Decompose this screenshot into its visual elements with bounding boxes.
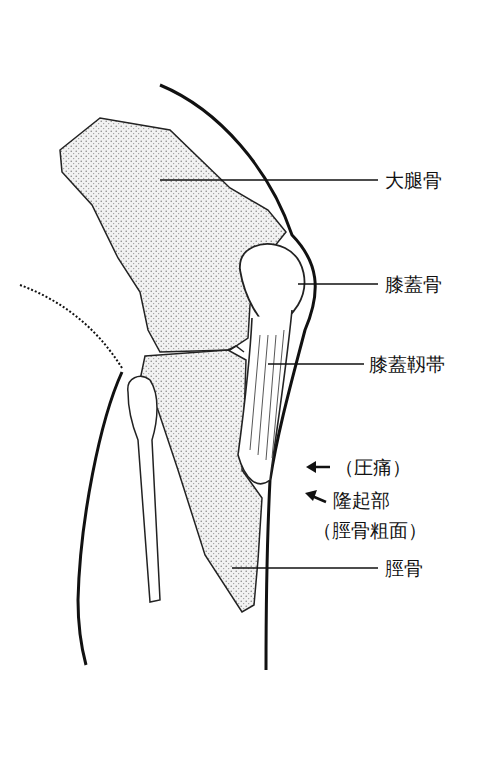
- part-label: 膝蓋靱帯: [368, 353, 446, 376]
- joint-detail: [228, 346, 244, 352]
- arrow-head: [306, 461, 316, 473]
- femur: [60, 118, 286, 352]
- part-label: 大腿骨: [384, 169, 443, 192]
- fibula: [128, 376, 160, 602]
- skin-back: [78, 372, 122, 665]
- note-label: （圧痛）: [334, 456, 412, 479]
- part-label: （脛骨粗面）: [312, 519, 428, 542]
- part-label: 隆起部: [332, 489, 391, 512]
- leader-line: [268, 363, 364, 364]
- patellar-ligament: [238, 310, 292, 484]
- part-label: 膝蓋骨: [384, 273, 443, 296]
- leader-line: [298, 283, 378, 284]
- arrow-head: [305, 490, 317, 501]
- ligament-fibers: [250, 330, 284, 460]
- skin-back-dotted: [20, 285, 122, 368]
- leader-line: [160, 179, 378, 180]
- part-label: 脛骨: [384, 557, 424, 580]
- leader-line: [232, 567, 378, 568]
